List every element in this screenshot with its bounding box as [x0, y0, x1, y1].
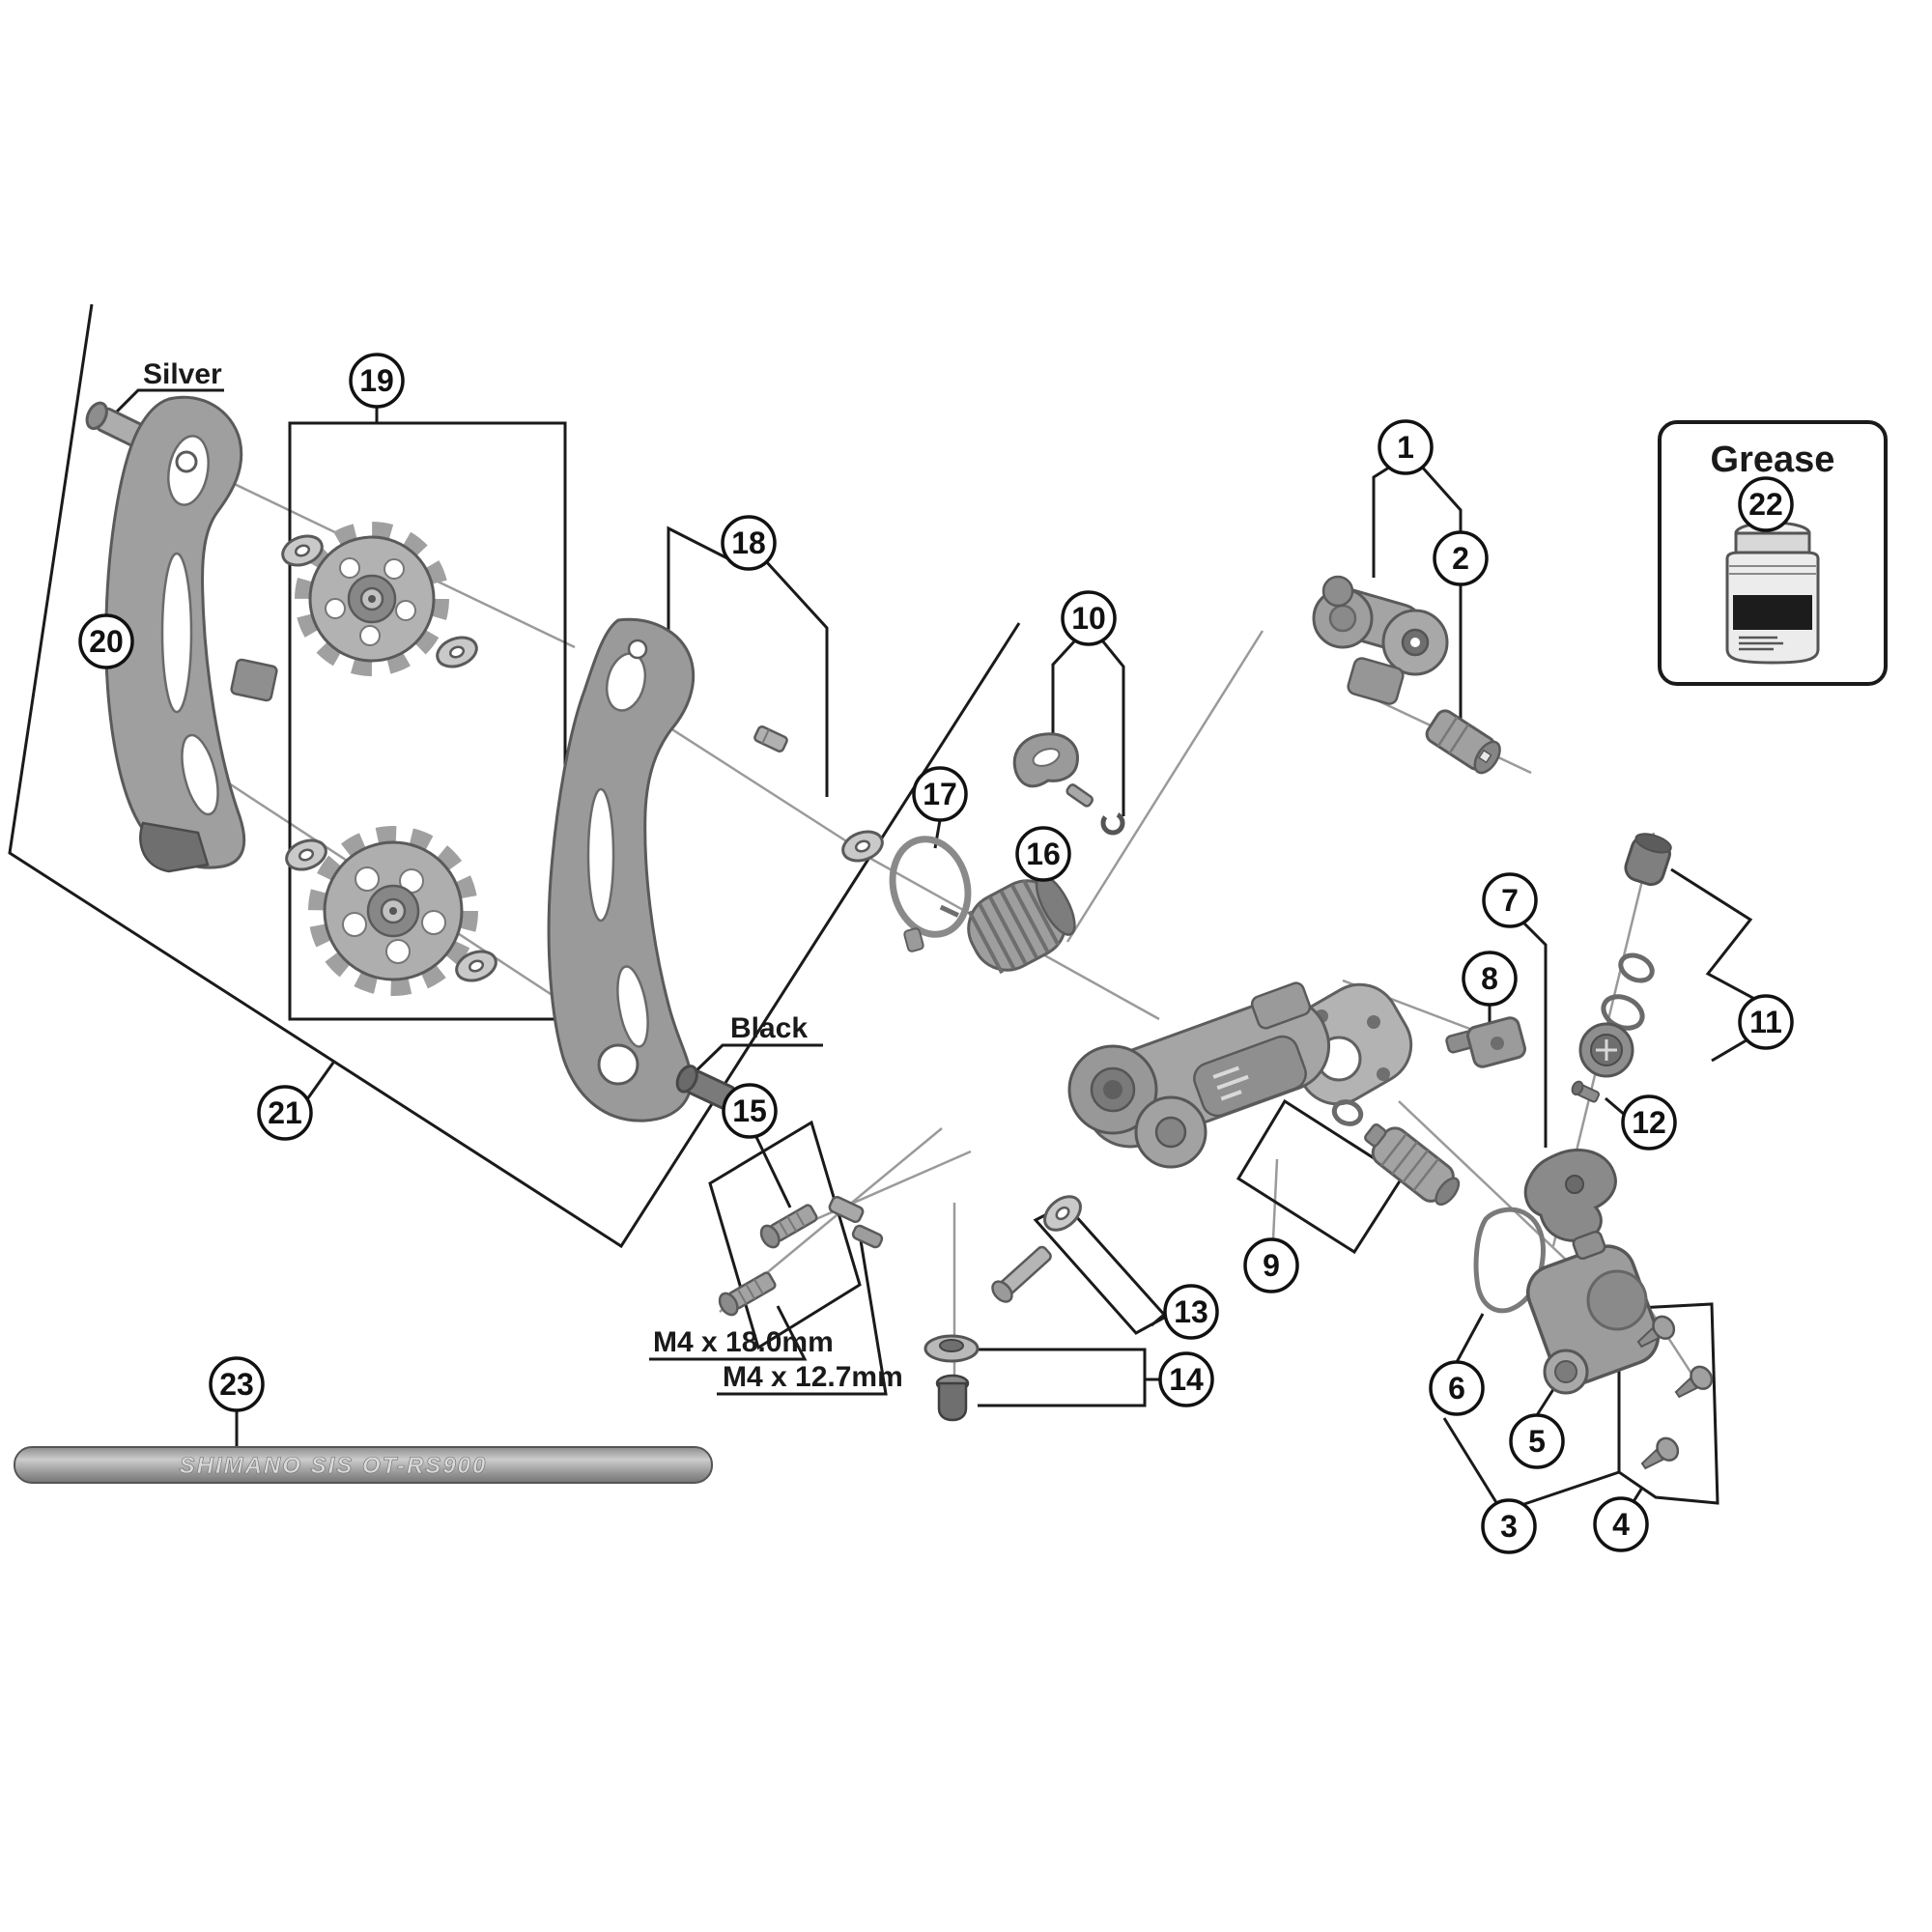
guide-pulley: [295, 522, 449, 676]
callout-4: 4: [1593, 1496, 1649, 1552]
callout-1: 1: [1378, 419, 1434, 475]
group-boxes: [8, 303, 1719, 1505]
grease-jar: [1725, 521, 1820, 665]
cable-fixing-plate: [1012, 732, 1125, 836]
svg-text:21: 21: [268, 1095, 302, 1130]
bolt-length-b-label: M4 x 12.7mm: [723, 1361, 903, 1393]
callout-19: 19: [349, 353, 405, 409]
svg-text:2: 2: [1452, 541, 1469, 576]
svg-text:12: 12: [1632, 1105, 1666, 1140]
svg-text:4: 4: [1612, 1507, 1630, 1542]
set-screw: [1571, 1080, 1601, 1103]
black-label: Black: [730, 1012, 808, 1044]
cover-screw: [1635, 1433, 1684, 1477]
bracket-axle-unit: [1312, 575, 1449, 705]
callout-10: 10: [1061, 590, 1117, 646]
callout-13: 13: [1163, 1284, 1219, 1340]
svg-text:9: 9: [1263, 1248, 1280, 1283]
stabilizer-switch-bolt: [991, 1188, 1089, 1303]
callout-2: 2: [1433, 530, 1489, 586]
svg-text:3: 3: [1500, 1509, 1518, 1544]
svg-text:22: 22: [1748, 487, 1783, 522]
callout-23: 23: [209, 1356, 265, 1412]
svg-text:17: 17: [923, 777, 957, 811]
svg-text:11: 11: [1749, 1005, 1782, 1039]
outer-casing-cable: SHIMANO SIS OT-RS900: [14, 1446, 713, 1484]
svg-text:7: 7: [1501, 883, 1519, 918]
outer-cage-plate: [104, 395, 278, 873]
leader-lines: [111, 388, 1791, 1506]
black-cage-bolt: [675, 1065, 737, 1110]
svg-text:14: 14: [1169, 1362, 1204, 1397]
bracket-axle-bushing: [1425, 709, 1501, 775]
callout-8: 8: [1462, 951, 1518, 1007]
callout-3: 3: [1481, 1498, 1537, 1554]
cage-washer: [837, 825, 889, 867]
callout-14: 14: [1158, 1351, 1214, 1407]
inner-cage-plate: [547, 617, 696, 1122]
svg-text:20: 20: [89, 624, 124, 659]
tension-pulley: [308, 826, 478, 996]
callout-5: 5: [1509, 1413, 1565, 1469]
grease-label: Grease: [1711, 440, 1835, 480]
callout-22: 22: [1738, 476, 1794, 532]
group-box-21-outline: [8, 303, 1021, 1249]
callout-21: 21: [257, 1085, 313, 1141]
callout-6: 6: [1429, 1360, 1485, 1416]
callout-7: 7: [1482, 872, 1538, 928]
svg-text:19: 19: [359, 363, 394, 398]
pulley-washer: [431, 631, 483, 673]
svg-text:6: 6: [1448, 1371, 1465, 1406]
callout-11: 11: [1738, 994, 1794, 1050]
adjuster-parts: [1571, 833, 1672, 1103]
svg-text:10: 10: [1071, 601, 1106, 636]
callout-15: 15: [722, 1083, 778, 1139]
group-box-9: [1236, 1098, 1406, 1255]
cage-stopper-ring: [889, 836, 972, 952]
cage-tension-spring: [939, 873, 1076, 975]
callout-20: 20: [78, 613, 134, 669]
cable-guide-block: [1445, 1016, 1526, 1068]
cable-adjust-barrel: [1364, 1123, 1461, 1207]
snap-clip: [1100, 810, 1125, 836]
cage-stopper-pin: [753, 725, 788, 753]
stabilizer-washer-bolt: [923, 1334, 980, 1422]
svg-text:1: 1: [1397, 430, 1414, 465]
callout-16: 16: [1015, 826, 1071, 882]
svg-text:13: 13: [1174, 1294, 1208, 1329]
svg-text:5: 5: [1528, 1424, 1546, 1459]
grease-panel: Grease: [1658, 420, 1888, 686]
plate-bolt-m4x127: [756, 1200, 821, 1252]
cable-marking-text: SHIMANO SIS OT-RS900: [180, 1453, 488, 1479]
group-box-4-screws: [1617, 1302, 1719, 1505]
svg-text:8: 8: [1481, 961, 1498, 996]
svg-text:15: 15: [732, 1094, 767, 1128]
derailleur-body: [1067, 981, 1413, 1169]
group-box-19-pulley-set: [288, 421, 567, 1021]
callout-18: 18: [721, 515, 777, 571]
callout-17: 17: [912, 766, 968, 822]
cover-screw: [1669, 1361, 1718, 1406]
svg-text:18: 18: [731, 526, 766, 560]
callout-9: 9: [1243, 1237, 1299, 1293]
pivot-shaft: [828, 1195, 865, 1224]
stabilizer-cover-unit: [1526, 1230, 1660, 1395]
callout-12: 12: [1621, 1094, 1677, 1151]
svg-text:16: 16: [1026, 837, 1061, 871]
o-ring: [1331, 1099, 1364, 1126]
bolt-length-a-label: M4 x 18.0mm: [653, 1326, 834, 1358]
svg-text:23: 23: [219, 1367, 254, 1402]
silver-label: Silver: [143, 358, 222, 390]
pivot-shaft: [851, 1224, 884, 1249]
